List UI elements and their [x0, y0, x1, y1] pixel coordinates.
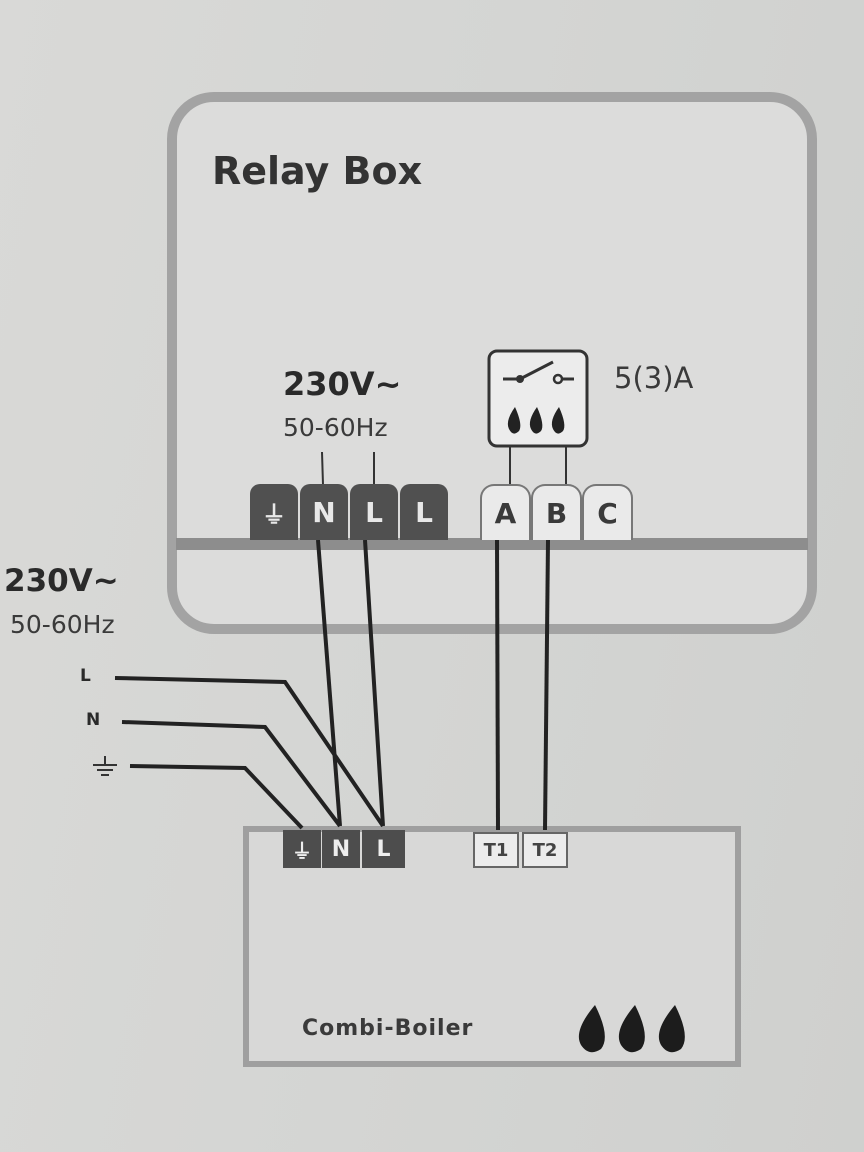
- relay-supply-voltage: 230V~: [283, 365, 402, 403]
- ground-icon: [93, 756, 117, 776]
- relay-box-title: Relay Box: [212, 149, 423, 193]
- relay-box-terminal-rail: [176, 538, 808, 550]
- boiler-terminal-t2: T2: [522, 832, 568, 868]
- boiler-terminal-ground: ⏚: [283, 830, 321, 868]
- n-lead: [321, 451, 324, 486]
- switch-heating-icon: [487, 349, 589, 485]
- boiler-label: Combi-Boiler: [302, 1016, 474, 1041]
- mains-frequency: 50-60Hz: [10, 610, 115, 639]
- boiler-terminal-t1: T1: [473, 832, 519, 868]
- mains-voltage: 230V~: [4, 563, 119, 599]
- relay-terminal-n: N: [300, 484, 348, 540]
- relay-terminal-ground: ⏚: [250, 484, 298, 540]
- relay-terminal-c: C: [582, 484, 633, 540]
- boiler-outline: [243, 826, 741, 1067]
- mains-n-label: N: [86, 710, 101, 730]
- boiler-terminal-l: L: [362, 830, 405, 868]
- mains-l-label: L: [80, 666, 91, 686]
- relay-terminal-b: B: [531, 484, 582, 540]
- flames-icon: [578, 1005, 685, 1053]
- wires: [114, 539, 550, 831]
- boiler-terminal-n: N: [322, 830, 360, 868]
- relay-terminal-l2: L: [400, 484, 448, 540]
- relay-supply-frequency: 50-60Hz: [283, 413, 388, 442]
- relay-terminal-l1: L: [350, 484, 398, 540]
- relay-rating: 5(3)A: [614, 361, 694, 395]
- relay-terminal-a: A: [480, 484, 531, 540]
